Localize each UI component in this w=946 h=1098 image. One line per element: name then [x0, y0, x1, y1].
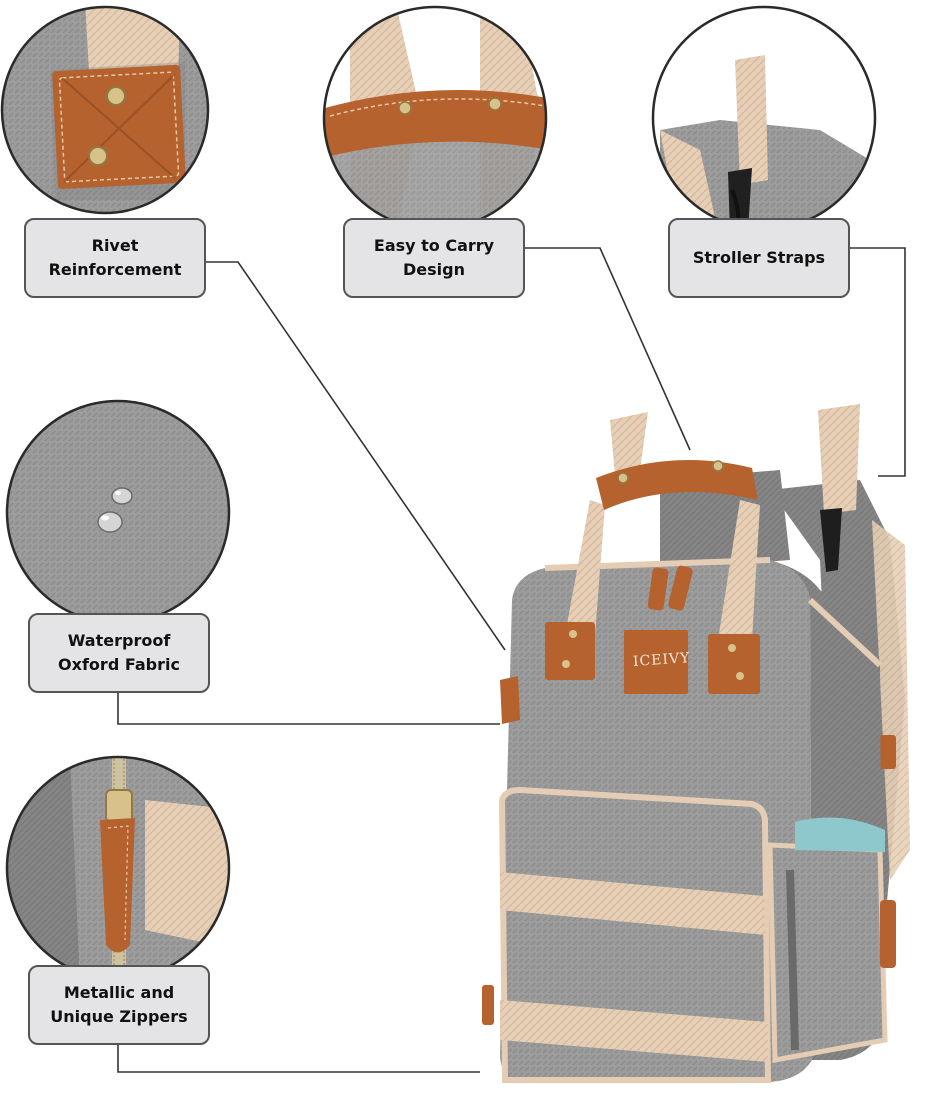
- callout-waterproof-line-1: Waterproof: [67, 631, 171, 650]
- callout-rivet-reinforcement: Rivet Reinforcement: [24, 218, 206, 298]
- connector-carry: [525, 247, 691, 451]
- callout-zipper-line-2: Unique Zippers: [50, 1007, 188, 1026]
- callout-metallic-unique-zippers: Metallic and Unique Zippers: [28, 965, 210, 1045]
- callout-easy-to-carry-design: Easy to Carry Design: [343, 218, 525, 298]
- connector-zipper: [117, 1045, 480, 1073]
- callout-waterproof-line-2: Oxford Fabric: [58, 655, 180, 674]
- callout-rivet-line-2: Reinforcement: [48, 260, 182, 279]
- backpack-illustration: [482, 404, 910, 1083]
- connector-lines: [117, 247, 906, 1073]
- detail-circle-zipper: [5, 755, 231, 981]
- callout-rivet-line-1: Rivet: [91, 236, 139, 255]
- detail-circle-waterproof: [5, 399, 231, 625]
- connector-waterproof: [117, 693, 500, 725]
- connector-stroller: [850, 247, 906, 477]
- detail-circle-stroller: [651, 5, 877, 231]
- detail-circle-carry: [322, 5, 548, 231]
- callout-zipper-line-1: Metallic and: [63, 983, 175, 1002]
- detail-circle-rivet: [0, 5, 210, 215]
- callout-carry-line-2: Design: [403, 260, 465, 279]
- callout-waterproof-oxford-fabric: Waterproof Oxford Fabric: [28, 613, 210, 693]
- connector-rivet: [205, 261, 506, 651]
- callout-stroller-straps: Stroller Straps: [668, 218, 850, 298]
- callout-stroller-line-1: Stroller Straps: [692, 248, 826, 267]
- callout-carry-line-1: Easy to Carry: [373, 236, 495, 255]
